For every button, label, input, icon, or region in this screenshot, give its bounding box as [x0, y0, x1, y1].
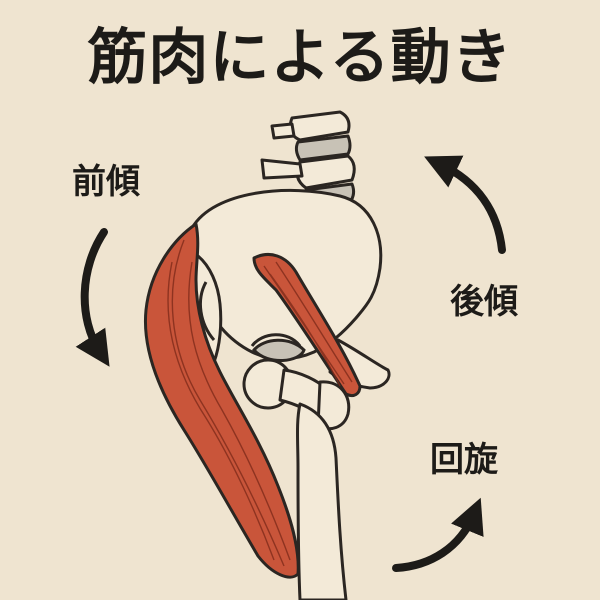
- femur-shaft: [296, 402, 348, 600]
- acetabulum-rim: [250, 333, 302, 348]
- disc-upper: [294, 134, 352, 162]
- curved-arrow-up-icon: [424, 155, 506, 254]
- label-rotation: 回旋: [430, 440, 498, 480]
- vertebra-process-upper: [270, 122, 296, 140]
- vertebra-process-middle: [260, 158, 304, 180]
- hip-joint-cartilage: [252, 338, 306, 363]
- femur-bone: [242, 358, 351, 600]
- label-posterior-tilt: 後傾: [450, 282, 518, 322]
- sacral-notch: [199, 281, 216, 341]
- posterior-muscle: [143, 222, 300, 579]
- curved-arrow-up-right-icon: [392, 497, 484, 572]
- vertebra-middle: [295, 154, 356, 190]
- page-title: 筋肉による動き: [87, 23, 513, 93]
- hip-flexor-muscle: [252, 253, 362, 398]
- label-anterior-tilt: 前傾: [72, 162, 140, 202]
- curved-arrow-down-icon: [75, 228, 110, 367]
